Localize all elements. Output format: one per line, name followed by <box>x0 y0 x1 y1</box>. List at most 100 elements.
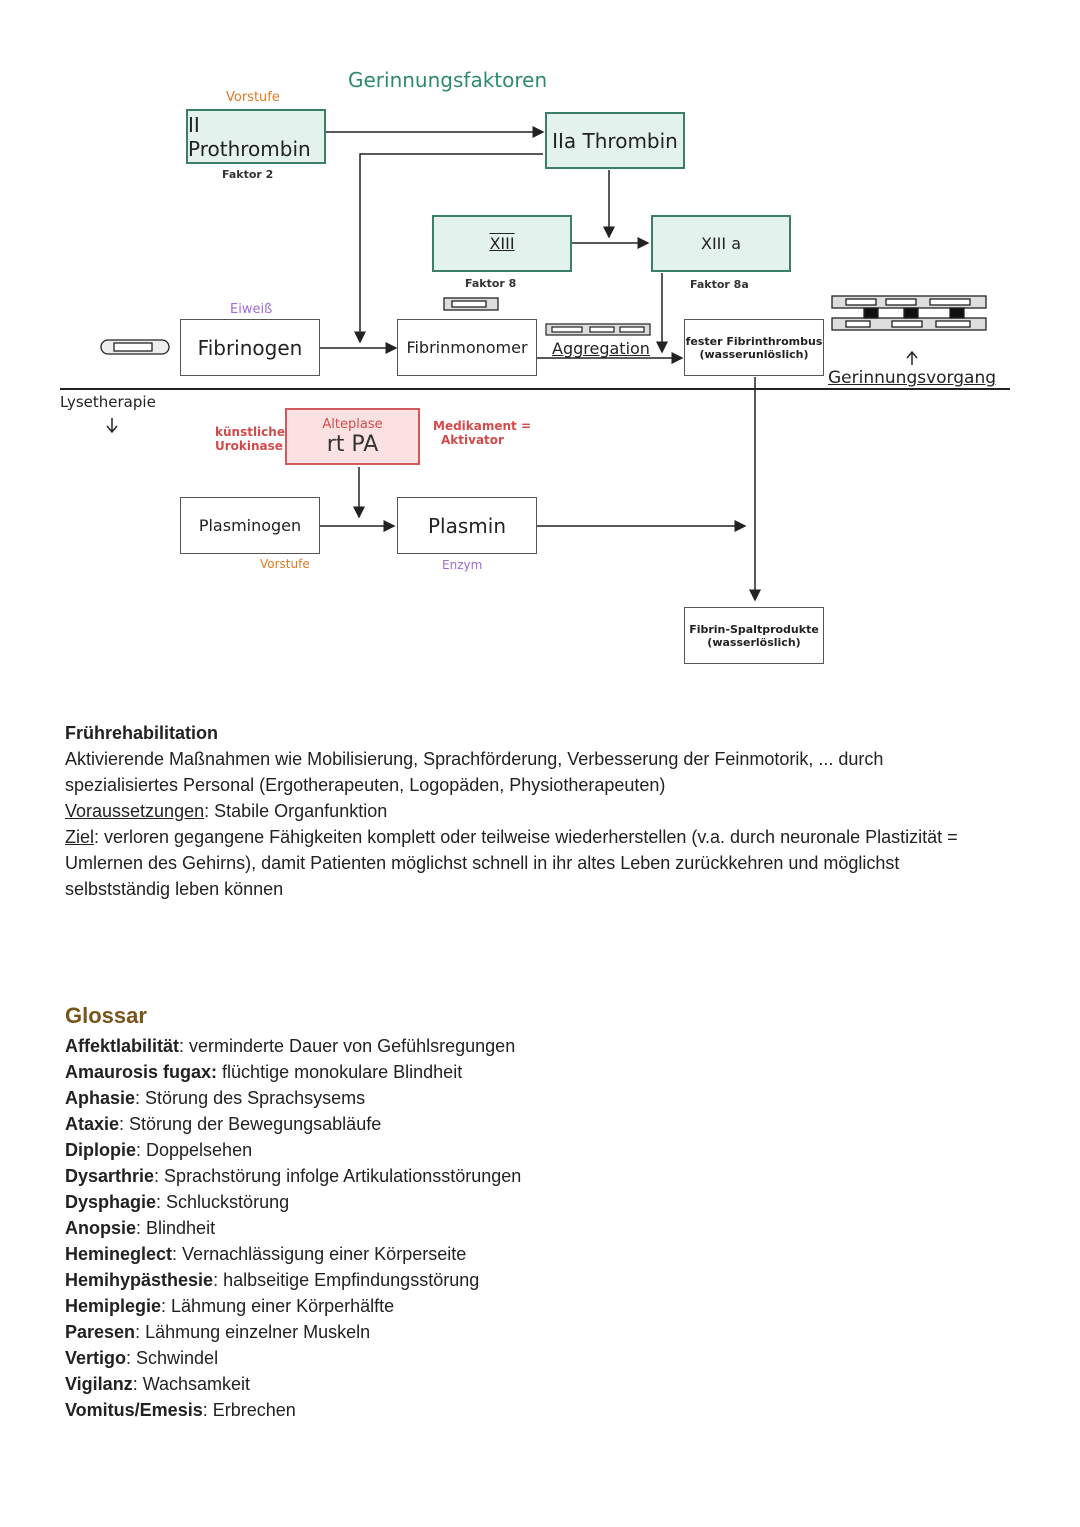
glossar-item: Anopsie: Blindheit <box>65 1215 765 1241</box>
glossar-def: : Erbrechen <box>202 1400 296 1420</box>
glossar-item: Hemihypästhesie: halbseitige Empfindungs… <box>65 1267 765 1293</box>
gerinnungsvorgang-label: Gerinnungsvorgang <box>828 368 997 388</box>
fibrinogen-label: Fibrinogen <box>197 335 303 360</box>
spaltprodukte-line2: (wasserlöslich) <box>707 635 801 649</box>
fibrin-mesh-icon <box>831 295 987 331</box>
aggregation-chain-icon <box>545 323 651 336</box>
fruehreha-section: Frührehabilitation Aktivierende Maßnahme… <box>65 720 1045 902</box>
plasminogen-label: Plasminogen <box>198 516 302 535</box>
goal-line3: selbstständig leben können <box>65 879 284 899</box>
prothrombin-box: II Prothrombin <box>186 109 326 164</box>
fruehreha-line1: Aktivierende Maßnahmen wie Mobilisierung… <box>65 749 884 769</box>
glossar-term: Anopsie <box>65 1218 137 1238</box>
glossar-def: : Schluckstörung <box>156 1192 290 1212</box>
spaltprodukte-box: Fibrin-Spaltprodukte (wasserlöslich) <box>684 607 824 664</box>
diagram-title: Gerinnungsfaktoren <box>348 68 548 92</box>
glossar-term: Dysarthrie <box>65 1166 155 1186</box>
fruehreha-line2: spezialisiertes Personal (Ergotherapeute… <box>65 775 666 795</box>
diagram-connectors <box>60 126 1010 602</box>
glossar-def: : Störung der Bewegungsabläufe <box>119 1114 382 1134</box>
medikament-label: Medikament = Aktivator <box>433 419 531 447</box>
factor-xiiia-label: XIII a <box>700 234 741 253</box>
requirements-text: : Stabile Organfunktion <box>204 801 388 821</box>
thrombus-line1: fester Fibrinthrombus <box>685 334 823 348</box>
plasmin-sub: Enzym <box>442 558 483 572</box>
fibrinmonomer-icon <box>443 297 499 311</box>
alteplase-top: Alteplase <box>322 416 383 432</box>
glossar-item: Affektlabilität: verminderte Dauer von G… <box>65 1033 765 1059</box>
factor-xiiia-box: XIII a <box>651 215 791 272</box>
plasmin-label: Plasmin <box>427 513 506 538</box>
factor-xiii-label: XIII <box>489 234 515 253</box>
medikament-line1: Medikament = <box>433 419 532 433</box>
glossar-item: Vigilanz: Wachsamkeit <box>65 1371 765 1397</box>
prothrombin-sub: Faktor 2 <box>222 168 274 181</box>
fibrinogen-box: Fibrinogen <box>180 319 320 376</box>
glossar-def: : halbseitige Empfindungsstörung <box>213 1270 480 1290</box>
thrombin-box: IIa Thrombin <box>545 112 685 169</box>
glossar-term: Hemihypästhesie <box>65 1270 214 1290</box>
fibrinmonomer-box: Fibrinmonomer <box>397 319 537 376</box>
glossar-term: Affektlabilität <box>65 1036 180 1056</box>
alteplase-box: Alteplase rt PA <box>285 408 420 465</box>
glossar-item: Aphasie: Störung des Sprachsysems <box>65 1085 765 1111</box>
glossar-term: Hemineglect <box>65 1244 173 1264</box>
goal-line1: : verloren gegangene Fähigkeiten komplet… <box>94 827 958 847</box>
glossar-item: Dysarthrie: Sprachstörung infolge Artiku… <box>65 1163 765 1189</box>
glossar-item: Hemiplegie: Lähmung einer Körperhälfte <box>65 1293 765 1319</box>
glossar-item: Vomitus/Emesis: Erbrechen <box>65 1397 765 1423</box>
plasmin-box: Plasmin <box>397 497 537 554</box>
fibrinmonomer-label: Fibrinmonomer <box>406 338 528 357</box>
thrombus-box: fester Fibrinthrombus (wasserunlöslich) <box>684 319 824 376</box>
thrombin-label: IIa Thrombin <box>552 128 678 153</box>
glossar-def: : Wachsamkeit <box>132 1374 251 1394</box>
goal-line2: Umlernen des Gehirns), damit Patienten m… <box>65 853 900 873</box>
prothrombin-pre-label: Vorstufe <box>226 90 280 105</box>
glossar-term: Vigilanz <box>65 1374 133 1394</box>
fruehreha-heading: Frührehabilitation <box>65 723 218 743</box>
glossar-def: : Doppelsehen <box>136 1140 253 1160</box>
factor-xiiia-sub: Faktor 8a <box>690 278 749 291</box>
alteplase-label: rt PA <box>326 431 379 457</box>
lysetherapie-label: Lysetherapie <box>60 393 156 411</box>
plasminogen-box: Plasminogen <box>180 497 320 554</box>
spaltprodukte-line1: Fibrin-Spaltprodukte <box>689 622 819 636</box>
glossar-item: Diplopie: Doppelsehen <box>65 1137 765 1163</box>
glossar-def: : Blindheit <box>136 1218 216 1238</box>
goal-label: Ziel <box>65 827 95 847</box>
glossar-item: Dysphagie: Schluckstörung <box>65 1189 765 1215</box>
glossar-term: Ataxie <box>65 1114 120 1134</box>
glossar-term: Hemiplegie <box>65 1296 162 1316</box>
arrow-thrombin-fibrinogen <box>354 153 543 344</box>
prothrombin-label: II Prothrombin <box>188 112 311 161</box>
glossar-def: : Sprachstörung infolge Artikulationsstö… <box>154 1166 522 1186</box>
glossar-def: : Schwindel <box>126 1348 219 1368</box>
urokinase-line2: Urokinase <box>215 439 283 453</box>
urokinase-line1: künstliche <box>215 425 285 439</box>
thrombus-line2: (wasserunlöslich) <box>699 347 809 361</box>
factor-xiii-box: XIII <box>432 215 572 272</box>
plasminogen-sub: Vorstufe <box>260 557 310 571</box>
glossar-term: Vertigo <box>65 1348 127 1368</box>
glossar-term: Paresen <box>65 1322 136 1342</box>
glossar-term: Diplopie <box>65 1140 136 1160</box>
requirements-label: Voraussetzungen <box>65 801 205 821</box>
glossar-term: Vomitus/Emesis <box>65 1400 203 1420</box>
glossar-def: flüchtige monokulare Blindheit <box>217 1062 463 1082</box>
glossar-item: Vertigo: Schwindel <box>65 1345 765 1371</box>
glossar-item: Hemineglect: Vernachlässigung einer Körp… <box>65 1241 765 1267</box>
fruehreha-goal: Ziel: verloren gegangene Fähigkeiten kom… <box>65 824 1045 850</box>
glossar-term: Dysphagie <box>65 1192 157 1212</box>
glossar-def: : Vernachlässigung einer Körperseite <box>172 1244 467 1264</box>
medikament-line2: Aktivator <box>441 433 504 447</box>
fruehreha-requirements: Voraussetzungen: Stabile Organfunktion <box>65 798 1045 824</box>
fibrinogen-molecule-icon <box>100 339 170 355</box>
glossar-def: : verminderte Dauer von Gefühlsregungen <box>179 1036 516 1056</box>
urokinase-label: künstliche Urokinase <box>215 425 285 453</box>
glossar-term: Aphasie <box>65 1088 136 1108</box>
glossar-def: : Lähmung einzelner Muskeln <box>135 1322 371 1342</box>
glossar-def: : Lähmung einer Körperhälfte <box>161 1296 395 1316</box>
glossar-term: Amaurosis fugax: <box>65 1062 218 1082</box>
fibrinogen-pre-label: Eiweiß <box>230 302 273 317</box>
factor-xiii-sub: Faktor 8 <box>465 277 517 290</box>
